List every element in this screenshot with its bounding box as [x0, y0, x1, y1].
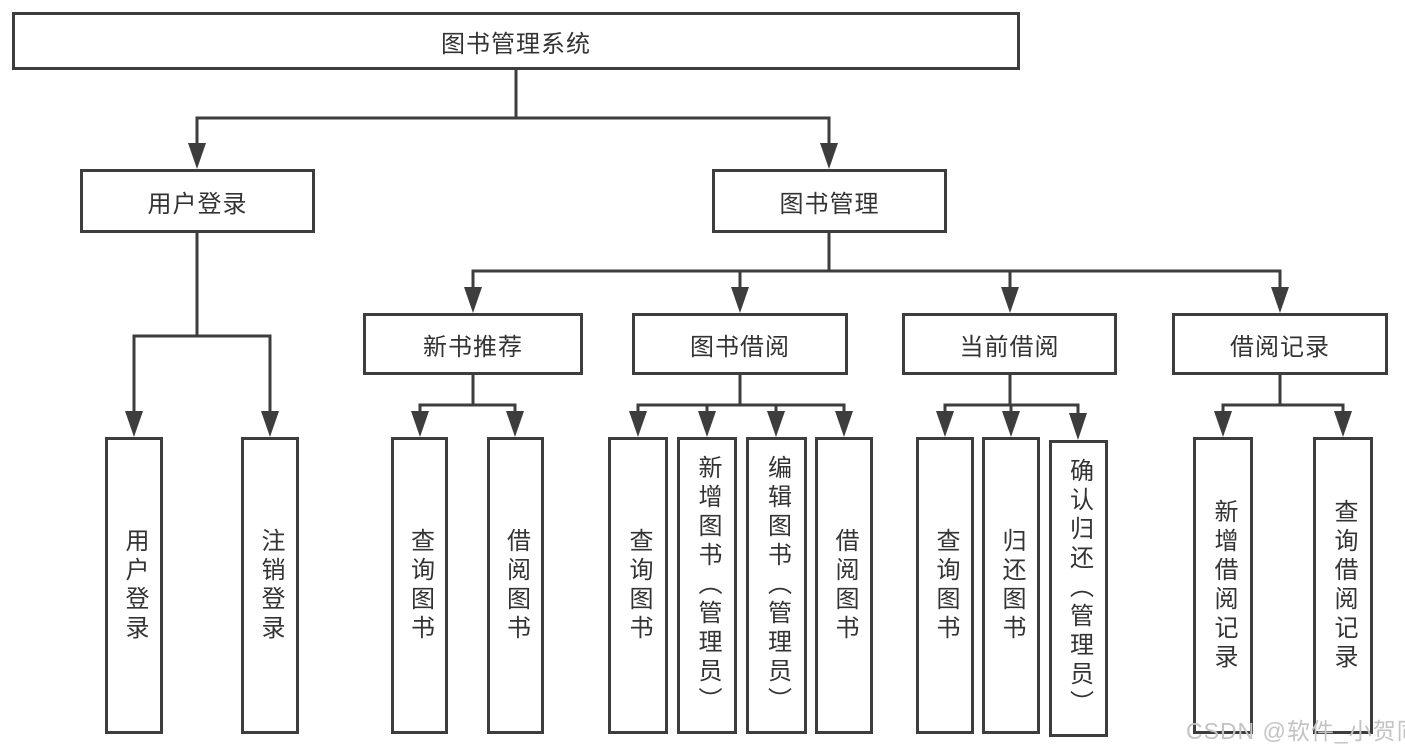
connector-current-to-leaves: [936, 373, 1087, 440]
leaf-add-books-admin: 新增图书（管理员）: [677, 437, 737, 734]
leaf-query-books-current: 查询图书: [916, 437, 974, 734]
node-label: 用户登录: [121, 527, 148, 644]
node-book-borrow: 图书借阅: [632, 313, 848, 375]
node-label: 查询图书: [932, 527, 959, 644]
node-new-book-recommend: 新书推荐: [363, 313, 583, 375]
node-label: 图书管理: [779, 190, 880, 218]
leaf-add-borrow-record: 新增借阅记录: [1193, 437, 1253, 734]
connector-borrow-to-leaves: [629, 373, 853, 437]
node-label: 查询图书: [406, 527, 434, 644]
node-user-login: 用户登录: [80, 169, 315, 233]
leaf-query-books-borrow: 查询图书: [608, 437, 668, 734]
node-label: 新增图书（管理员）: [694, 455, 721, 716]
node-label: 借阅记录: [1230, 333, 1330, 361]
node-label: 图书借阅: [690, 333, 790, 361]
node-label: 查询图书: [625, 527, 652, 644]
node-label: 借阅图书: [831, 527, 858, 644]
node-current-borrow: 当前借阅: [902, 313, 1117, 375]
leaf-return-books: 归还图书: [982, 437, 1040, 734]
leaf-borrow-books-recommend: 借阅图书: [487, 437, 544, 734]
node-book-management: 图书管理: [712, 169, 947, 233]
connector-book-management-to-level3: [464, 231, 1289, 313]
node-label: 新书推荐: [423, 333, 523, 361]
node-label: 用户登录: [147, 190, 248, 218]
node-label: 编辑图书（管理员）: [763, 455, 791, 716]
node-label: 归还图书: [998, 527, 1025, 644]
leaf-query-borrow-record: 查询借阅记录: [1313, 437, 1373, 734]
node-label: 当前借阅: [959, 333, 1060, 361]
node-label: 图书管理系统: [441, 30, 591, 58]
leaf-confirm-return-admin: 确认归还（管理员）: [1049, 440, 1108, 737]
node-label: 确认归还（管理员）: [1065, 458, 1093, 719]
leaf-logout: 注销登录: [241, 437, 299, 734]
node-label: 查询借阅记录: [1330, 498, 1357, 673]
leaf-query-books-recommend: 查询图书: [391, 437, 448, 734]
node-borrow-record: 借阅记录: [1172, 313, 1388, 375]
connector-root-to-level2: [188, 68, 838, 169]
node-label: 借阅图书: [502, 527, 530, 644]
node-label: 新增借阅记录: [1210, 498, 1237, 673]
leaf-edit-books-admin: 编辑图书（管理员）: [746, 437, 807, 734]
connector-user-login-to-leaves: [125, 231, 279, 437]
leaf-user-login: 用户登录: [105, 437, 163, 734]
node-library-management-system: 图书管理系统: [12, 12, 1020, 70]
connector-new-book-to-leaves: [411, 373, 524, 437]
node-label: 注销登录: [257, 527, 284, 644]
csdn-watermark: CSDN @软件_小贺同学: [1186, 718, 1405, 744]
leaf-borrow-books: 借阅图书: [815, 437, 873, 734]
connector-record-to-leaves: [1214, 373, 1352, 437]
